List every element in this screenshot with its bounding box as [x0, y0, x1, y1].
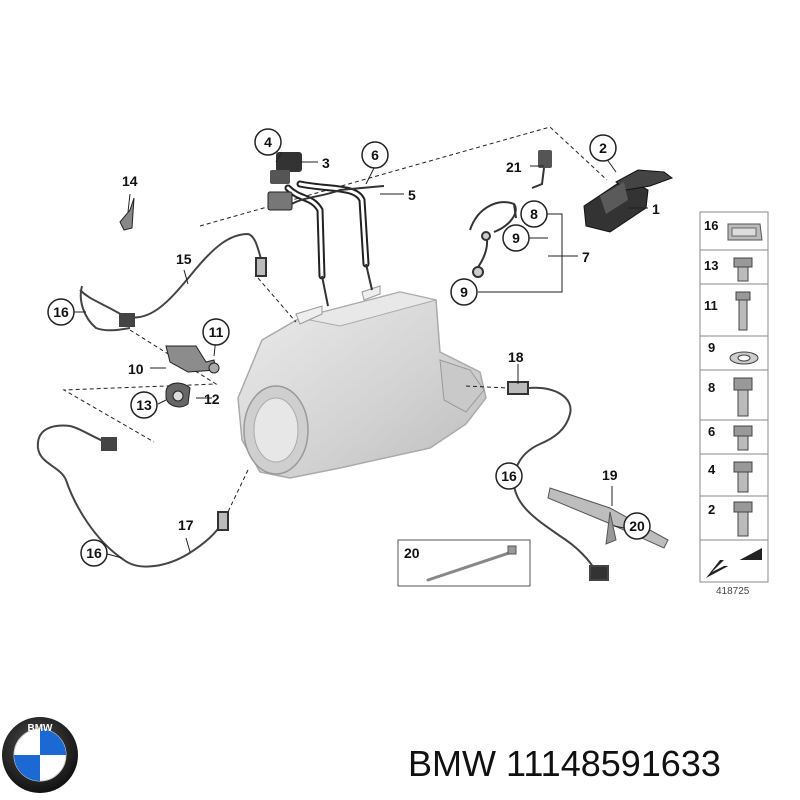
callout-9b: 9: [460, 284, 468, 300]
image-number: 418725: [716, 586, 750, 597]
callout-16b: 16: [86, 545, 102, 561]
legend-label-2: 2: [708, 502, 715, 517]
callout-1: 1: [652, 201, 660, 217]
temperature-sensor-upper: [79, 232, 267, 332]
legend-label-6: 6: [708, 424, 715, 439]
callout-16c: 16: [501, 468, 517, 484]
legend-row-4: 4: [700, 461, 768, 497]
callout-6: 6: [371, 147, 379, 163]
callout-8: 8: [530, 206, 538, 222]
pressure-pipe: [469, 201, 517, 278]
callout-9a: 9: [512, 230, 520, 246]
callout-11: 11: [209, 324, 224, 340]
callout-20: 20: [629, 518, 645, 534]
legend-label-11: 11: [704, 298, 718, 313]
callout-3: 3: [322, 155, 330, 171]
callout-lines: [74, 151, 648, 559]
legend-row-13: 13: [700, 257, 768, 285]
callout-11-circle: 11: [202, 318, 230, 346]
brand-caption: BMW 11148591633: [408, 743, 721, 784]
callout-16a: 16: [53, 304, 69, 320]
callout-2: 2: [599, 140, 607, 156]
callout-20-circle: 20: [623, 512, 651, 540]
legend-row-9: 9: [700, 340, 768, 371]
legend-row-2: 2: [700, 501, 768, 541]
legend-arrow-icon: [706, 548, 762, 578]
sensor-bracket-assembly: [531, 150, 674, 233]
callout-18: 18: [508, 349, 524, 365]
callout-17: 17: [178, 517, 194, 533]
callouts: 1 3 5 7 10 12 14 15 17 18 19 21 2 4 6 8 …: [47, 128, 660, 567]
legend-label-16: 16: [704, 218, 718, 233]
callout-5: 5: [408, 187, 416, 203]
hardware-legend: 16 13 11 9 8 6: [699, 211, 769, 583]
callout-15: 15: [176, 251, 192, 267]
temperature-sensor-lower: [36, 424, 229, 568]
pressure-sensor: [267, 152, 302, 211]
callout-16c-circle: 16: [495, 462, 523, 490]
particulate-filter: [237, 285, 487, 479]
callout-16a-circle: 16: [47, 298, 75, 326]
callout-9b-circle: 9: [450, 278, 478, 306]
callout-19: 19: [602, 467, 618, 483]
legend-row-6: 6: [700, 424, 768, 455]
callout-8-circle: 8: [520, 200, 548, 228]
callout-7: 7: [582, 249, 590, 265]
callout-4: 4: [264, 134, 272, 150]
callout-21: 21: [506, 159, 522, 175]
legend-row-16: 16: [700, 218, 768, 251]
legend-row-11: 11: [700, 291, 768, 337]
callout-6-circle: 6: [361, 141, 389, 169]
callout-16b-circle: 16: [80, 539, 108, 567]
callout-9a-circle: 9: [502, 224, 530, 252]
detail-box-cable-tie: 20: [397, 539, 531, 587]
clip: [119, 197, 135, 231]
legend-label-8: 8: [708, 380, 715, 395]
callout-12: 12: [204, 391, 220, 407]
legend-row-8: 8: [700, 377, 768, 421]
callout-2-circle: 2: [589, 134, 617, 162]
callout-10: 10: [128, 361, 144, 377]
legend-label-13: 13: [704, 258, 718, 273]
callout-4-circle: 4: [254, 128, 282, 156]
callout-13-circle: 13: [130, 391, 158, 419]
bracket: [165, 345, 220, 374]
bmw-logo-icon: BMW: [2, 717, 78, 793]
clamp: [165, 382, 191, 408]
callout-14: 14: [122, 173, 138, 189]
legend-label-9: 9: [708, 340, 715, 355]
bmw-logo-letters: BMW: [28, 723, 54, 734]
callout-13: 13: [136, 397, 152, 413]
legend-label-4: 4: [708, 462, 716, 477]
detail-box-label: 20: [404, 545, 420, 561]
pressure-hose-set: [284, 180, 385, 307]
